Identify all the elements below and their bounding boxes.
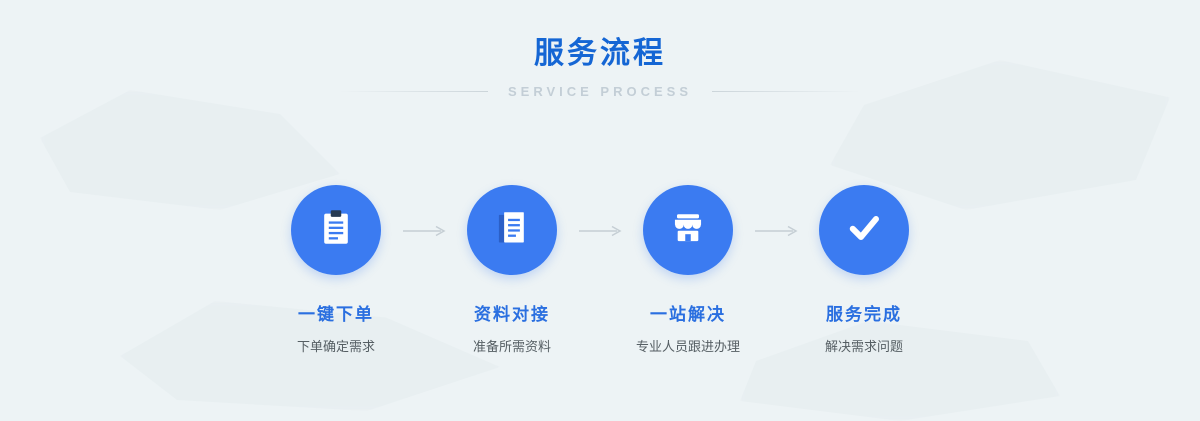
storefront-icon	[666, 206, 710, 255]
step-desc: 准备所需资料	[472, 339, 551, 354]
step-title: 服务完成	[826, 305, 902, 324]
step-circle	[643, 185, 733, 275]
step-complete: 服务完成 解决需求问题	[803, 185, 925, 355]
document-icon	[491, 207, 533, 254]
step-desc: 专业人员跟进办理	[635, 339, 740, 354]
arrow-right-icon	[749, 225, 803, 237]
subtitle-row: SERVICE PROCESS	[0, 84, 1200, 99]
process-steps: 一键下单 下单确定需求 资料对接 准备所需资料	[0, 185, 1200, 355]
divider-line	[712, 91, 861, 92]
arrow-right-icon	[397, 225, 451, 237]
clipboard-icon	[315, 207, 357, 254]
step-desc: 下单确定需求	[296, 339, 375, 354]
page-title: 服务流程	[534, 37, 666, 70]
step-title: 资料对接	[474, 305, 550, 324]
step-circle	[467, 185, 557, 275]
step-circle	[291, 185, 381, 275]
step-desc: 解决需求问题	[824, 339, 903, 354]
arrow-right-icon	[573, 225, 627, 237]
step-circle	[819, 185, 909, 275]
divider-line	[339, 91, 488, 92]
step-solution: 一站解决 专业人员跟进办理	[627, 185, 749, 355]
section-header: 服务流程 SERVICE PROCESS	[0, 0, 1200, 99]
checkmark-circle-icon	[840, 204, 888, 257]
step-title: 一键下单	[298, 305, 374, 324]
section-subtitle: SERVICE PROCESS	[507, 84, 693, 99]
step-title: 一站解决	[650, 305, 726, 324]
step-order: 一键下单 下单确定需求	[275, 185, 397, 355]
step-materials: 资料对接 准备所需资料	[451, 185, 573, 355]
